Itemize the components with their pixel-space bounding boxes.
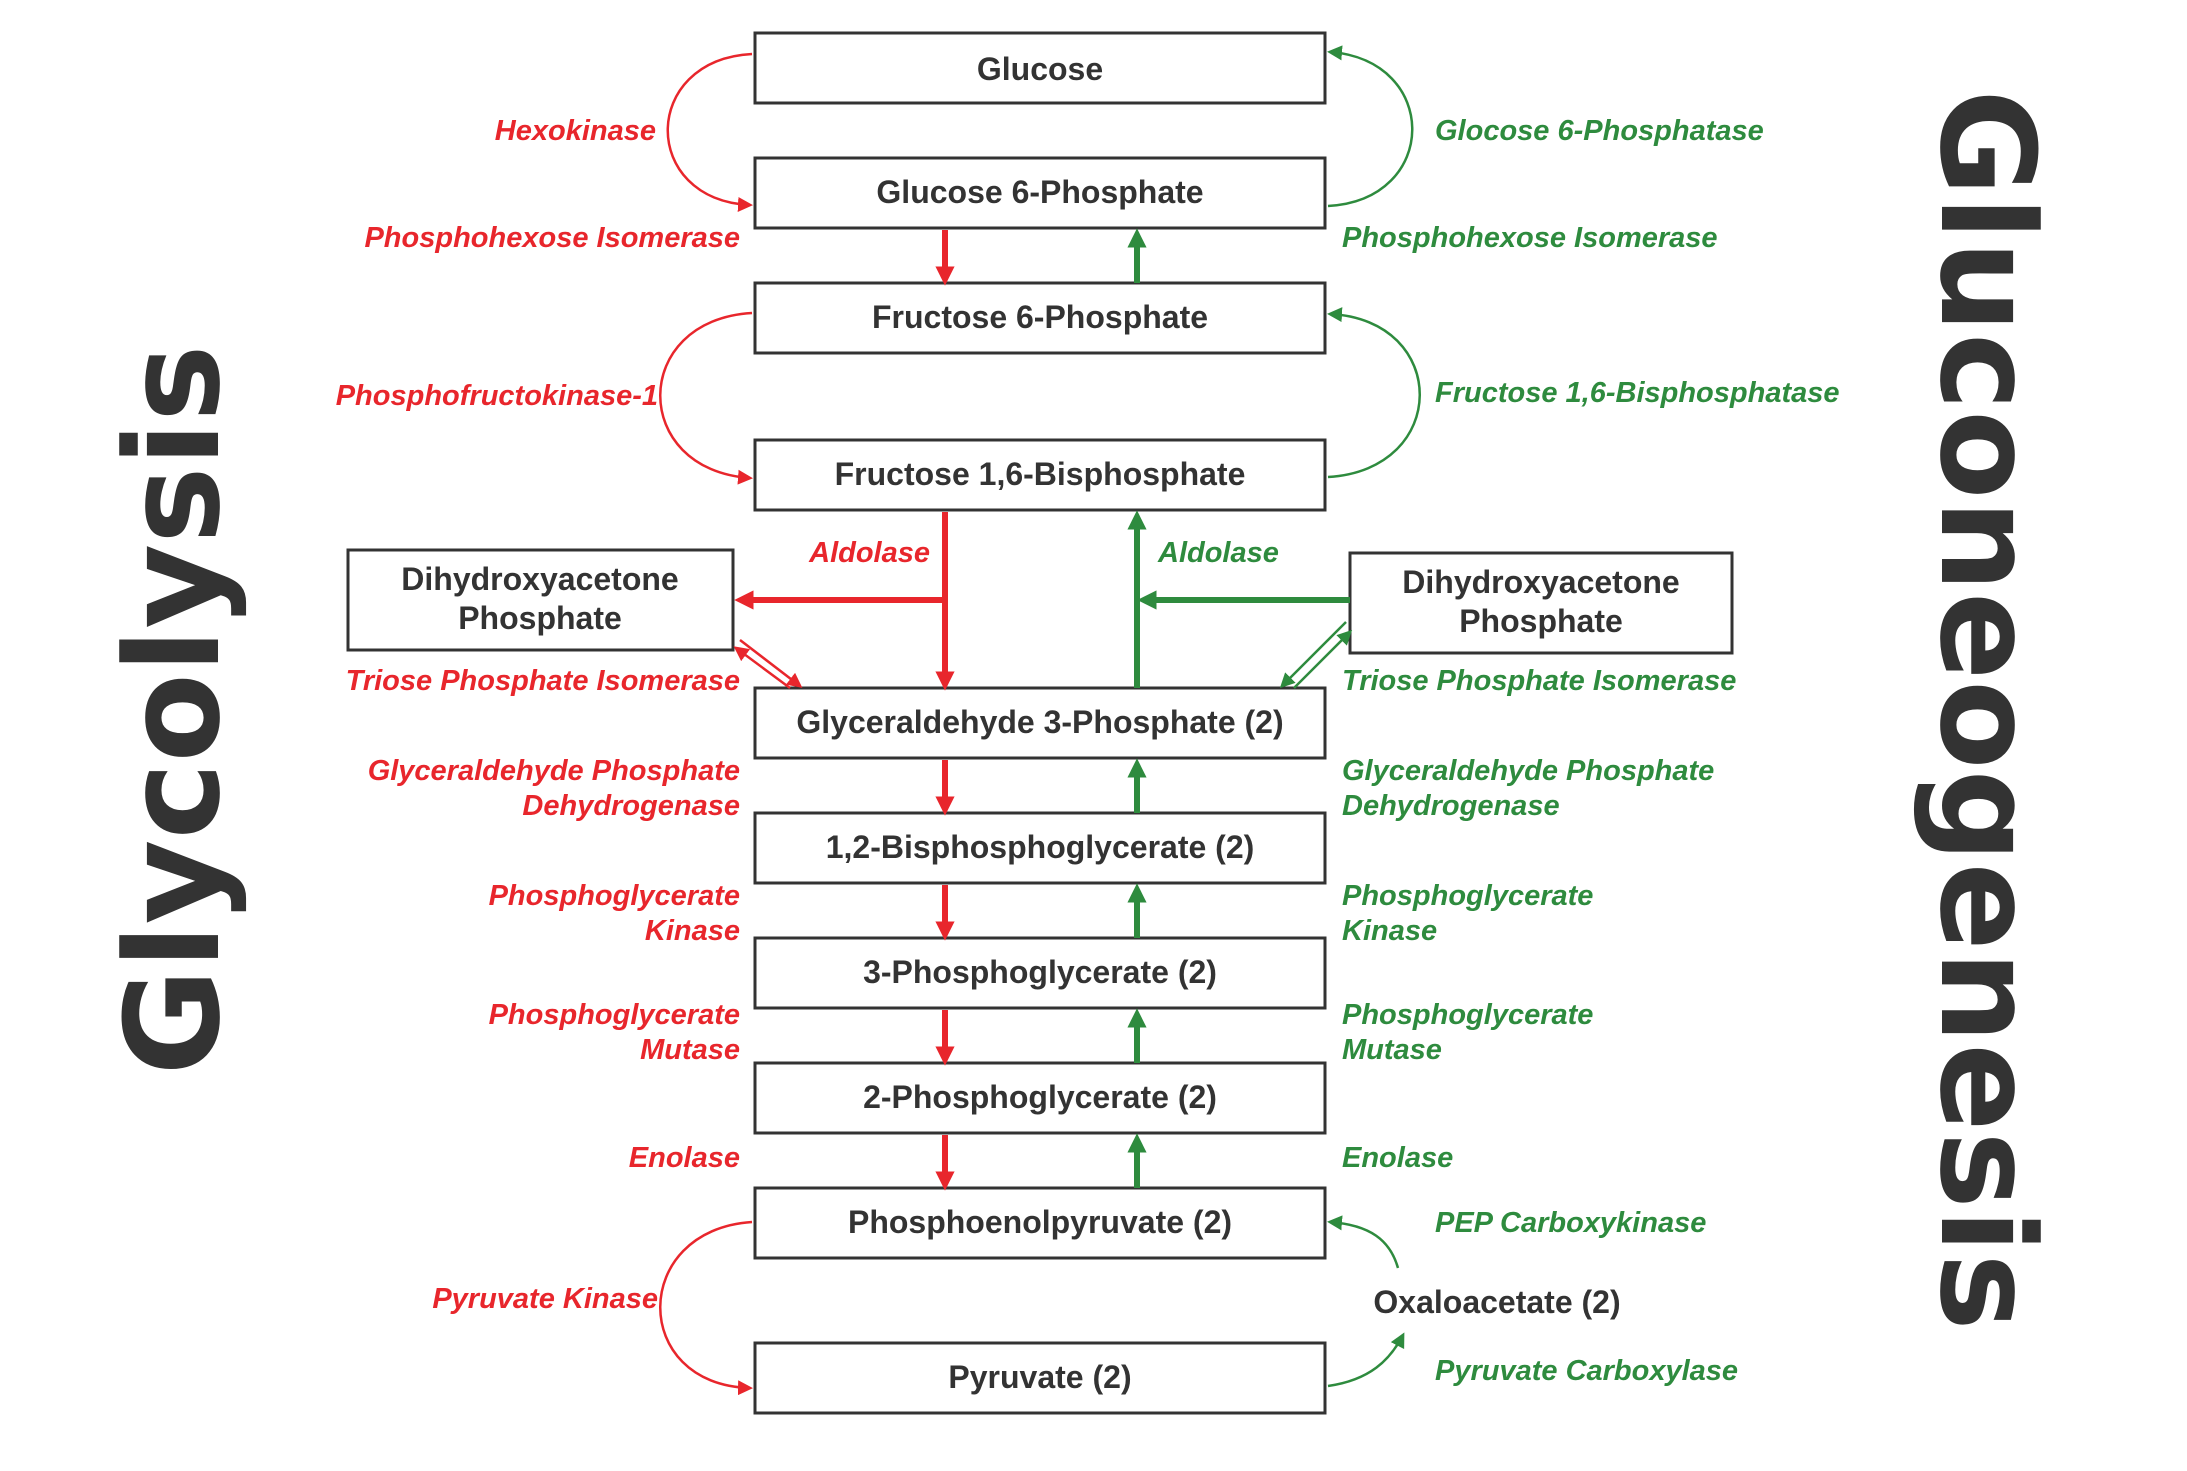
box-3-phosphoglycerate: 3-Phosphoglycerate (2) — [753, 936, 1327, 1010]
metabolite-g6p: Glucose 6-Phosphate — [876, 174, 1203, 210]
enzyme-pgm-left-line1: Phosphoglycerate — [489, 999, 740, 1031]
pfk1-curve-arrow — [659, 311, 753, 485]
enzyme-pyruvate-carboxylase: Pyruvate Carboxylase — [1435, 1355, 1738, 1387]
enzyme-phosphohexose-isomerase-right: Phosphohexose Isomerase — [1342, 222, 1718, 254]
tpi-left-arrow-forward — [739, 639, 803, 688]
box-pyruvate: Pyruvate (2) — [753, 1341, 1327, 1415]
enzyme-aldolase-right: Aldolase — [1157, 537, 1279, 569]
enzyme-enolase-left: Enolase — [629, 1142, 740, 1174]
enzyme-gapdh-right-line2: Dehydrogenase — [1342, 790, 1560, 822]
box-2-phosphoglycerate: 2-Phosphoglycerate (2) — [753, 1061, 1327, 1135]
metabolite-pg2: 2-Phosphoglycerate (2) — [863, 1079, 1217, 1115]
pyruvate-kinase-curve-arrow — [659, 1220, 753, 1396]
enzyme-phosphofructokinase-1: Phosphofructokinase-1 — [336, 380, 658, 412]
metabolite-pg3: 3-Phosphoglycerate (2) — [863, 954, 1217, 990]
metabolite-f16bp: Fructose 1,6-Bisphosphate — [835, 456, 1246, 492]
fbpase-curve-arrow — [1327, 307, 1421, 479]
box-glucose-6-phosphate: Glucose 6-Phosphate — [753, 156, 1327, 230]
enzyme-glucose-6-phosphatase: Glocose 6-Phosphatase — [1435, 115, 1764, 147]
box-bisphosphoglycerate: 1,2-Bisphosphoglycerate (2) — [753, 811, 1327, 885]
box-glyceraldehyde-3-phosphate: Glyceraldehyde 3-Phosphate (2) — [753, 686, 1327, 760]
tpi-right-arrow-back — [1293, 629, 1353, 689]
enzyme-pyruvate-kinase: Pyruvate Kinase — [432, 1283, 658, 1315]
enzyme-pgk-right-line1: Phosphoglycerate — [1342, 880, 1593, 912]
metabolite-pep: Phosphoenolpyruvate (2) — [848, 1204, 1232, 1240]
enzyme-phosphohexose-isomerase-left: Phosphohexose Isomerase — [364, 222, 740, 254]
enzyme-tpi-right: Triose Phosphate Isomerase — [1342, 665, 1736, 697]
enzyme-tpi-left: Triose Phosphate Isomerase — [346, 665, 740, 697]
metabolite-dhap-right-line2: Phosphate — [1459, 603, 1623, 639]
metabolite-dhap-right-line1: Dihydroxyacetone — [1402, 564, 1679, 600]
enzyme-fructose-bisphosphatase: Fructose 1,6-Bisphosphatase — [1435, 377, 1840, 409]
metabolite-oxaloacetate: Oxaloacetate (2) — [1373, 1284, 1620, 1320]
metabolite-bpg: 1,2-Bisphosphoglycerate (2) — [826, 829, 1255, 865]
box-fructose-6-phosphate: Fructose 6-Phosphate — [753, 281, 1327, 355]
hexokinase-curve-arrow — [666, 52, 753, 212]
enzyme-pgk-left-line1: Phosphoglycerate — [489, 880, 740, 912]
box-dhap-left: Dihydroxyacetone Phosphate — [346, 548, 735, 652]
box-glucose: Glucose — [753, 31, 1327, 105]
box-phosphoenolpyruvate: Phosphoenolpyruvate (2) — [753, 1186, 1327, 1260]
metabolite-glucose: Glucose — [977, 51, 1103, 87]
enzyme-gapdh-right-line1: Glyceraldehyde Phosphate — [1342, 755, 1714, 787]
gluconeogenesis-title: Gluconeogenesis — [1911, 89, 2063, 1330]
tpi-right-arrow-forward — [1279, 621, 1347, 689]
metabolite-pyruvate: Pyruvate (2) — [948, 1359, 1131, 1395]
enzyme-gapdh-left-line2: Dehydrogenase — [522, 790, 740, 822]
glycolysis-title: Glycolysis — [97, 345, 249, 1076]
enzyme-gapdh-left-line1: Glyceraldehyde Phosphate — [368, 755, 740, 787]
enzyme-pgk-left-line2: Kinase — [645, 915, 740, 947]
enzyme-enolase-right: Enolase — [1342, 1142, 1453, 1174]
metabolite-f6p: Fructose 6-Phosphate — [872, 299, 1208, 335]
metabolite-dhap-left-line2: Phosphate — [458, 600, 622, 636]
enzyme-hexokinase: Hexokinase — [495, 115, 656, 147]
g6pase-curve-arrow — [1327, 45, 1414, 208]
metabolite-g3p: Glyceraldehyde 3-Phosphate (2) — [796, 704, 1283, 740]
pepck-curve-arrow — [1327, 1215, 1400, 1269]
enzyme-pgm-right-line2: Mutase — [1342, 1034, 1442, 1066]
enzyme-pgm-left-line2: Mutase — [640, 1034, 740, 1066]
metabolite-dhap-left-line1: Dihydroxyacetone — [401, 561, 678, 597]
enzyme-pep-carboxykinase: PEP Carboxykinase — [1435, 1207, 1706, 1239]
box-dhap-right: Dihydroxyacetone Phosphate — [1348, 551, 1734, 655]
enzyme-aldolase-left: Aldolase — [808, 537, 930, 569]
enzyme-pgk-right-line2: Kinase — [1342, 915, 1437, 947]
tpi-left-arrow-back — [733, 646, 791, 690]
enzyme-pgm-right-line1: Phosphoglycerate — [1342, 999, 1593, 1031]
box-fructose-1-6-bisphosphate: Fructose 1,6-Bisphosphate — [753, 438, 1327, 512]
pyruvate-carboxylase-curve-arrow — [1327, 1332, 1405, 1388]
